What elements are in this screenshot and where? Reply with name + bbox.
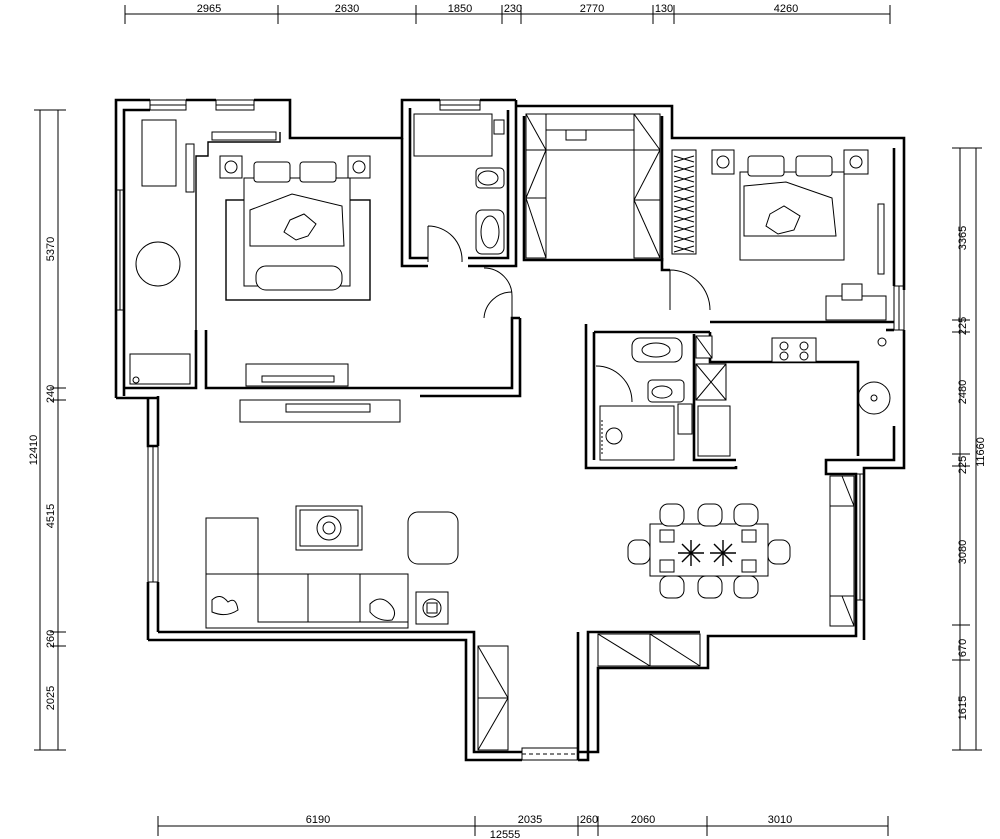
dim-top-5: 2770	[580, 3, 604, 15]
dim-top-1: 2965	[197, 3, 221, 15]
dim-left-5: 2025	[45, 686, 57, 710]
dim-top-3: 1850	[448, 3, 472, 15]
lamp-icon	[224, 160, 238, 174]
bathtub	[413, 113, 493, 157]
living-room	[205, 399, 459, 629]
nightstand	[843, 149, 869, 175]
dining-area	[627, 503, 791, 599]
dim-right-4: 225	[957, 456, 969, 474]
toilet	[475, 167, 505, 189]
shower	[599, 405, 675, 461]
dim-right-5: 3080	[957, 540, 969, 564]
dining-chairs	[627, 503, 791, 599]
right-dimension-line: 3365 225 2480 225 3080 670 1615 11660	[952, 147, 987, 751]
bottom-dimension-line: 6190 2035 260 2060 3010 12555	[157, 814, 889, 839]
doors	[427, 225, 711, 403]
storage-cabinets	[477, 475, 855, 751]
nightstand	[219, 155, 243, 179]
dim-right-3: 2480	[957, 380, 969, 404]
dim-bottom-total: 12555	[490, 829, 521, 839]
desk-chair	[185, 143, 195, 193]
top-dimension-line: 2965 2630 1850 230 2770 130 4260	[124, 3, 891, 24]
dim-bottom-4: 2060	[631, 814, 655, 826]
tv	[285, 403, 371, 413]
dim-top-2: 2630	[335, 3, 359, 15]
walls	[114, 98, 906, 762]
toilet	[647, 379, 685, 403]
dim-right-7: 1615	[957, 696, 969, 720]
second-bathroom	[599, 335, 713, 461]
bench	[255, 265, 343, 291]
centerpiece-icon	[678, 540, 736, 566]
dim-top-6: 130	[655, 3, 673, 15]
lamp-icon	[352, 160, 366, 174]
dim-right-total: 11660	[975, 437, 987, 467]
master-bathroom	[413, 113, 505, 255]
dim-right-6: 670	[957, 639, 969, 657]
second-bed	[739, 171, 845, 261]
round-table	[135, 241, 181, 287]
dim-left-4: 260	[45, 630, 57, 648]
dim-left-2: 240	[45, 385, 57, 403]
dim-top-7: 4260	[774, 3, 798, 15]
wardrobe-hangers	[673, 155, 695, 253]
tv-cabinet	[245, 363, 349, 387]
dim-bottom-5: 3010	[768, 814, 792, 826]
nightstand	[347, 155, 371, 179]
coffee-table	[295, 505, 363, 551]
stove	[771, 337, 817, 363]
fridge	[697, 405, 731, 457]
desk	[141, 119, 177, 187]
dim-bottom-3: 260	[580, 814, 598, 826]
dim-left-total: 12410	[28, 435, 40, 466]
dim-left-1: 5370	[45, 237, 57, 261]
dim-bottom-2: 2035	[518, 814, 542, 826]
left-dimension-line: 5370 240 4515 260 2025 12410	[28, 109, 66, 751]
second-bedroom	[671, 149, 887, 321]
nightstand	[711, 149, 735, 175]
sink	[475, 209, 505, 255]
dim-right-2: 225	[957, 317, 969, 335]
sink	[857, 381, 891, 415]
side-table	[415, 591, 449, 625]
master-bedroom	[129, 119, 371, 387]
sofa	[205, 517, 259, 577]
bathtub	[631, 337, 683, 363]
lamp-icon	[716, 155, 730, 169]
armchair	[407, 511, 459, 565]
dim-right-1: 3365	[957, 226, 969, 250]
dim-left-3: 4515	[45, 504, 57, 528]
dining-table	[649, 523, 769, 577]
walk-in-closet	[525, 113, 661, 259]
kitchen	[695, 337, 891, 457]
lamp-icon	[849, 155, 863, 169]
windows	[115, 99, 905, 761]
dim-top-4: 230	[504, 3, 522, 15]
lamp-icon	[422, 598, 442, 618]
dim-bottom-1: 6190	[306, 814, 330, 826]
